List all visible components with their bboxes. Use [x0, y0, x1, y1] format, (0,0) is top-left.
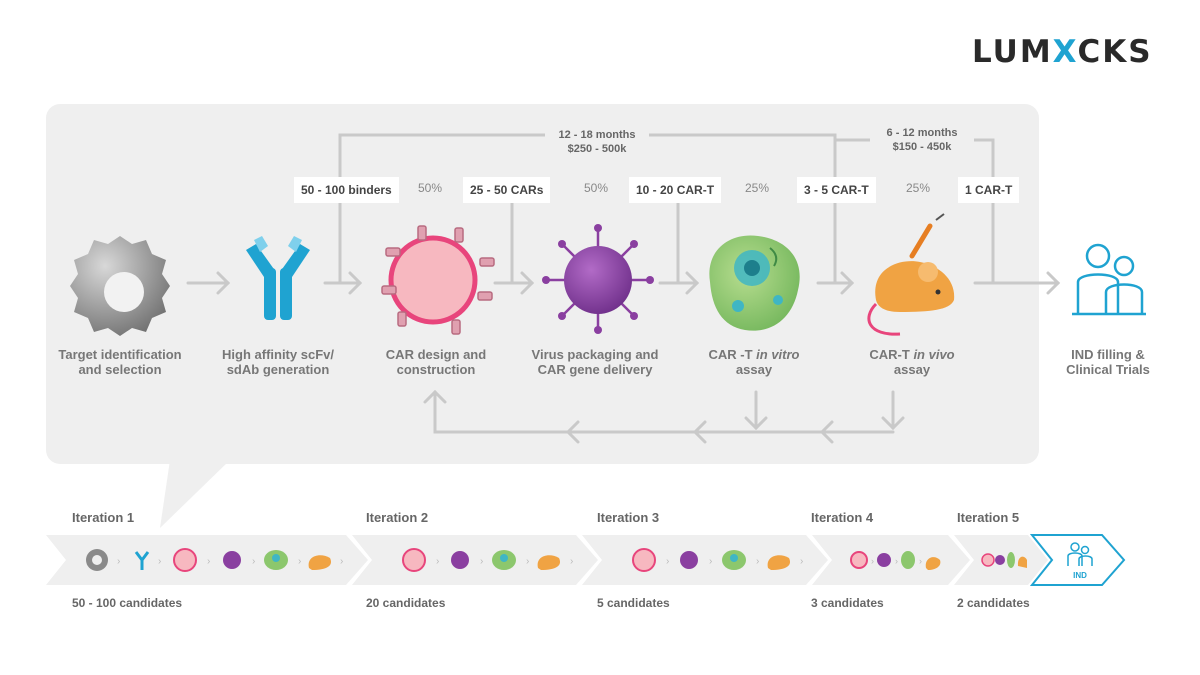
- svg-text:›: ›: [709, 556, 712, 567]
- car-cell-icon: [381, 225, 495, 335]
- step-label-in-vivo: CAR-T in vivo assay: [869, 347, 955, 377]
- svg-text:›: ›: [800, 556, 803, 567]
- iteration-1-count: 50 - 100 candidates: [72, 596, 183, 610]
- iteration-2-title: Iteration 2: [366, 510, 429, 525]
- svg-text:›: ›: [207, 556, 210, 567]
- ind-final-chevron: [1029, 534, 1126, 586]
- iteration-4-icons: › › ›: [850, 551, 941, 570]
- svg-text:›: ›: [526, 556, 529, 567]
- svg-text:›: ›: [117, 556, 120, 567]
- iteration-2-band: [352, 535, 598, 585]
- tag-binders: 50 - 100 binders: [294, 177, 399, 203]
- tag-cars: 25 - 50 CARs: [463, 177, 551, 203]
- people-icon: [1072, 243, 1146, 316]
- svg-text:›: ›: [871, 556, 874, 566]
- iteration-5-title: Iteration 5: [957, 510, 1020, 525]
- svg-text:›: ›: [340, 556, 343, 567]
- svg-text:›: ›: [895, 556, 898, 566]
- iteration-2-icons: › › › ›: [402, 548, 573, 572]
- cell-icon: [709, 235, 800, 331]
- svg-text:›: ›: [666, 556, 669, 567]
- step-label-ind: IND filling &Clinical Trials: [1066, 347, 1150, 377]
- antibody-icon: [246, 236, 310, 320]
- iteration-5-count: 2 candidates: [957, 596, 1030, 610]
- tag-car-t-1: 1 CAR-T: [958, 177, 1020, 203]
- svg-text:›: ›: [480, 556, 483, 567]
- ind-people-icon: [1067, 542, 1093, 566]
- iteration-4-title: Iteration 4: [811, 510, 874, 525]
- svg-text:›: ›: [756, 556, 759, 567]
- tag-car-t-3-5: 3 - 5 CAR-T: [797, 177, 876, 203]
- iteration-5-icons: [981, 552, 1027, 568]
- svg-text:›: ›: [919, 556, 922, 566]
- pct-2: 50%: [584, 181, 609, 195]
- timeline-1-label: 12 - 18 months $250 - 500k: [545, 128, 649, 156]
- lumicks-logo: LUMXCKS: [972, 34, 1153, 70]
- iteration-2-count: 20 candidates: [366, 596, 446, 610]
- iteration-1-title: Iteration 1: [72, 510, 135, 525]
- pct-3: 25%: [745, 181, 770, 195]
- step-label-antibody: High affinity scFv/sdAb generation: [222, 347, 334, 377]
- tag-car-t-10-20: 10 - 20 CAR-T: [629, 177, 722, 203]
- step-label-in-vitro: CAR -T in vitro assay: [708, 347, 800, 377]
- gear-cell-icon: [70, 236, 170, 336]
- svg-text:›: ›: [252, 556, 255, 567]
- mouse-icon: [867, 213, 955, 336]
- pct-1: 50%: [418, 181, 443, 195]
- virus-icon: [542, 224, 654, 334]
- iteration-3-title: Iteration 3: [597, 510, 660, 525]
- svg-text:›: ›: [158, 556, 161, 567]
- timeline-2-label: 6 - 12 months $150 - 450k: [870, 126, 974, 154]
- iteration-3-count: 5 candidates: [597, 596, 670, 610]
- iteration-3-band: [582, 535, 828, 585]
- iteration-1-icons: › › › › › ›: [86, 548, 343, 572]
- iteration-3-icons: › › › ›: [632, 548, 803, 572]
- ind-badge-text: IND: [1073, 571, 1087, 580]
- pct-4: 25%: [906, 181, 931, 195]
- svg-text:›: ›: [436, 556, 439, 567]
- svg-text:›: ›: [570, 556, 573, 567]
- iteration-1-band: [46, 535, 368, 585]
- svg-text:›: ›: [298, 556, 301, 567]
- iteration-4-count: 3 candidates: [811, 596, 884, 610]
